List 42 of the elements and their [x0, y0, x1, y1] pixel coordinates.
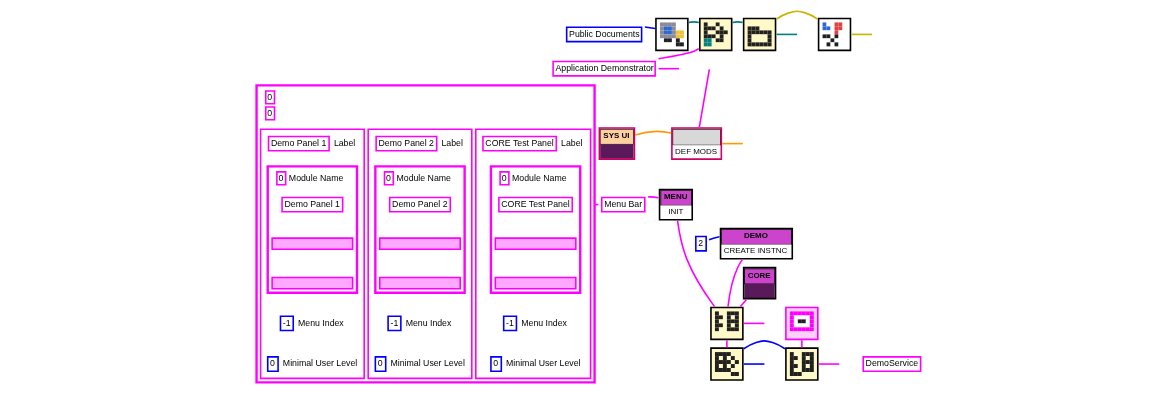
node-label: Label [441, 137, 463, 148]
node-label: Minimal User Level [505, 358, 580, 369]
connector [800, 339, 803, 348]
connector [725, 339, 728, 348]
node-box [270, 237, 353, 251]
connector [676, 219, 715, 308]
node-box [494, 276, 577, 290]
node-label: Module Name [511, 172, 567, 183]
connector [657, 67, 680, 70]
connector [687, 21, 700, 24]
connector [742, 340, 786, 350]
node-label: Minimal User Level [282, 358, 357, 369]
connector [657, 48, 700, 60]
connector [646, 196, 659, 199]
connector [720, 142, 744, 145]
connector [775, 10, 818, 20]
cluster [366, 128, 473, 380]
node-label: Menu Index [297, 317, 344, 328]
node-box [378, 276, 461, 290]
node-label: Label [333, 137, 355, 148]
cluster [259, 128, 365, 380]
connector [742, 363, 765, 365]
connector [775, 33, 798, 36]
node-box [494, 237, 577, 251]
connector [633, 130, 672, 136]
connector [850, 33, 873, 36]
connector [707, 235, 720, 241]
connector [643, 26, 656, 30]
node-label: Menu Index [405, 317, 451, 328]
node-label: Minimal User Level [389, 358, 465, 369]
node-label: Module Name [288, 172, 343, 183]
node-label: Module Name [395, 172, 451, 183]
connector [817, 363, 840, 365]
connector [739, 298, 747, 308]
cluster [474, 128, 591, 380]
node-box [378, 237, 461, 251]
connector [698, 68, 710, 129]
node-label: Label [560, 137, 583, 148]
node-label: Menu Index [520, 317, 567, 328]
connector [742, 322, 765, 325]
connector [731, 21, 743, 24]
node-box [270, 276, 353, 290]
